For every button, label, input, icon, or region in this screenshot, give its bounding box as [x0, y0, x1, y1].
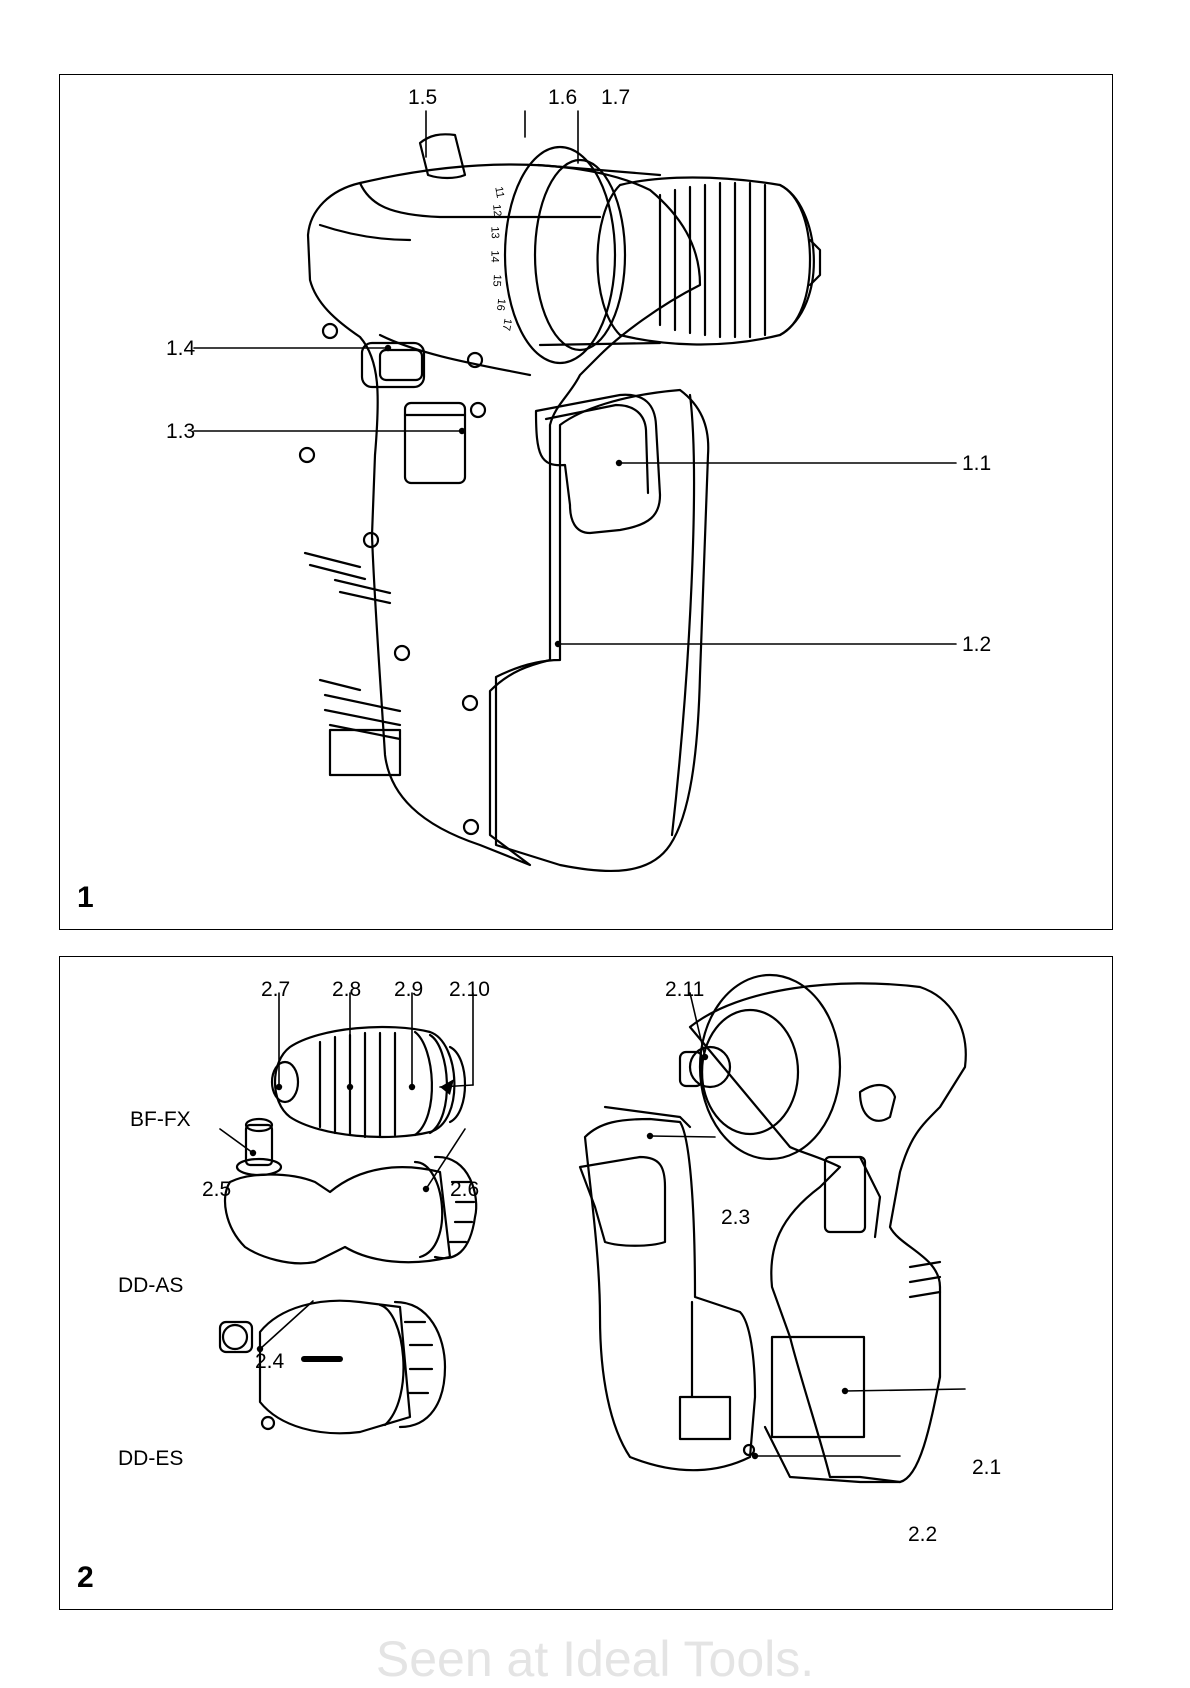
rotation-switch: [380, 350, 422, 380]
battery-pack: [580, 1107, 755, 1470]
callout-1-1: 1.1: [962, 453, 991, 474]
figure-2-panel: 2.7 2.8 2.9 2.10 2.11 2.5 2.6 2.3 2.4 2.…: [59, 956, 1113, 1610]
callout-2-5: 2.5: [202, 1179, 231, 1200]
callout-2-6: 2.6: [450, 1179, 479, 1200]
callout-1-5: 1.5: [408, 87, 437, 108]
air-vents: [305, 553, 390, 603]
drill-illustration: [60, 75, 1114, 931]
model-label-dd-es: DD-ES: [118, 1448, 183, 1469]
drill-housing: [308, 165, 700, 865]
callout-1-4: 1.4: [166, 338, 195, 359]
callout-2-4: 2.4: [255, 1351, 284, 1372]
dial-number: 12: [490, 204, 502, 217]
model-label-bf-fx: BF-FX: [130, 1109, 191, 1130]
callout-2-1: 2.1: [972, 1457, 1001, 1478]
dial-number: 14: [489, 250, 500, 262]
callout-2-7: 2.7: [261, 979, 290, 1000]
dd-as-angle-attachment: [225, 1119, 476, 1263]
callout-2-11: 2.11: [665, 979, 704, 1000]
figure-1-panel: 11 12 13 14 15 16 17 1.5 1.6 1.7 1.4 1.3…: [59, 74, 1113, 930]
dial-number: 17: [500, 318, 513, 332]
dial-number: 15: [490, 274, 502, 287]
trigger: [825, 1157, 865, 1232]
figure-number: 2: [77, 1561, 94, 1595]
callout-2-8: 2.8: [332, 979, 361, 1000]
attachments-illustration: [60, 957, 1114, 1611]
battery-slot: [772, 1337, 864, 1437]
torque-collar: [700, 975, 840, 1159]
callout-1-2: 1.2: [962, 634, 991, 655]
bf-fx-chuck: [272, 1027, 465, 1137]
callout-2-10: 2.10: [449, 979, 490, 1000]
callout-2-9: 2.9: [394, 979, 423, 1000]
callout-1-7: 1.7: [601, 87, 630, 108]
callout-1-6: 1.6: [548, 87, 577, 108]
dial-number: 11: [492, 186, 505, 199]
callout-2-2: 2.2: [908, 1524, 937, 1545]
dial-number: 13: [488, 226, 499, 239]
watermark-footer: Seen at Ideal Tools.: [0, 1630, 1190, 1688]
dd-es-eccentric-attachment: [220, 1301, 445, 1434]
callout-2-3: 2.3: [721, 1207, 750, 1228]
figure-number: 1: [77, 881, 94, 915]
dial-number: 16: [494, 298, 506, 311]
callout-1-3: 1.3: [166, 421, 195, 442]
model-label-dd-as: DD-AS: [118, 1275, 183, 1296]
